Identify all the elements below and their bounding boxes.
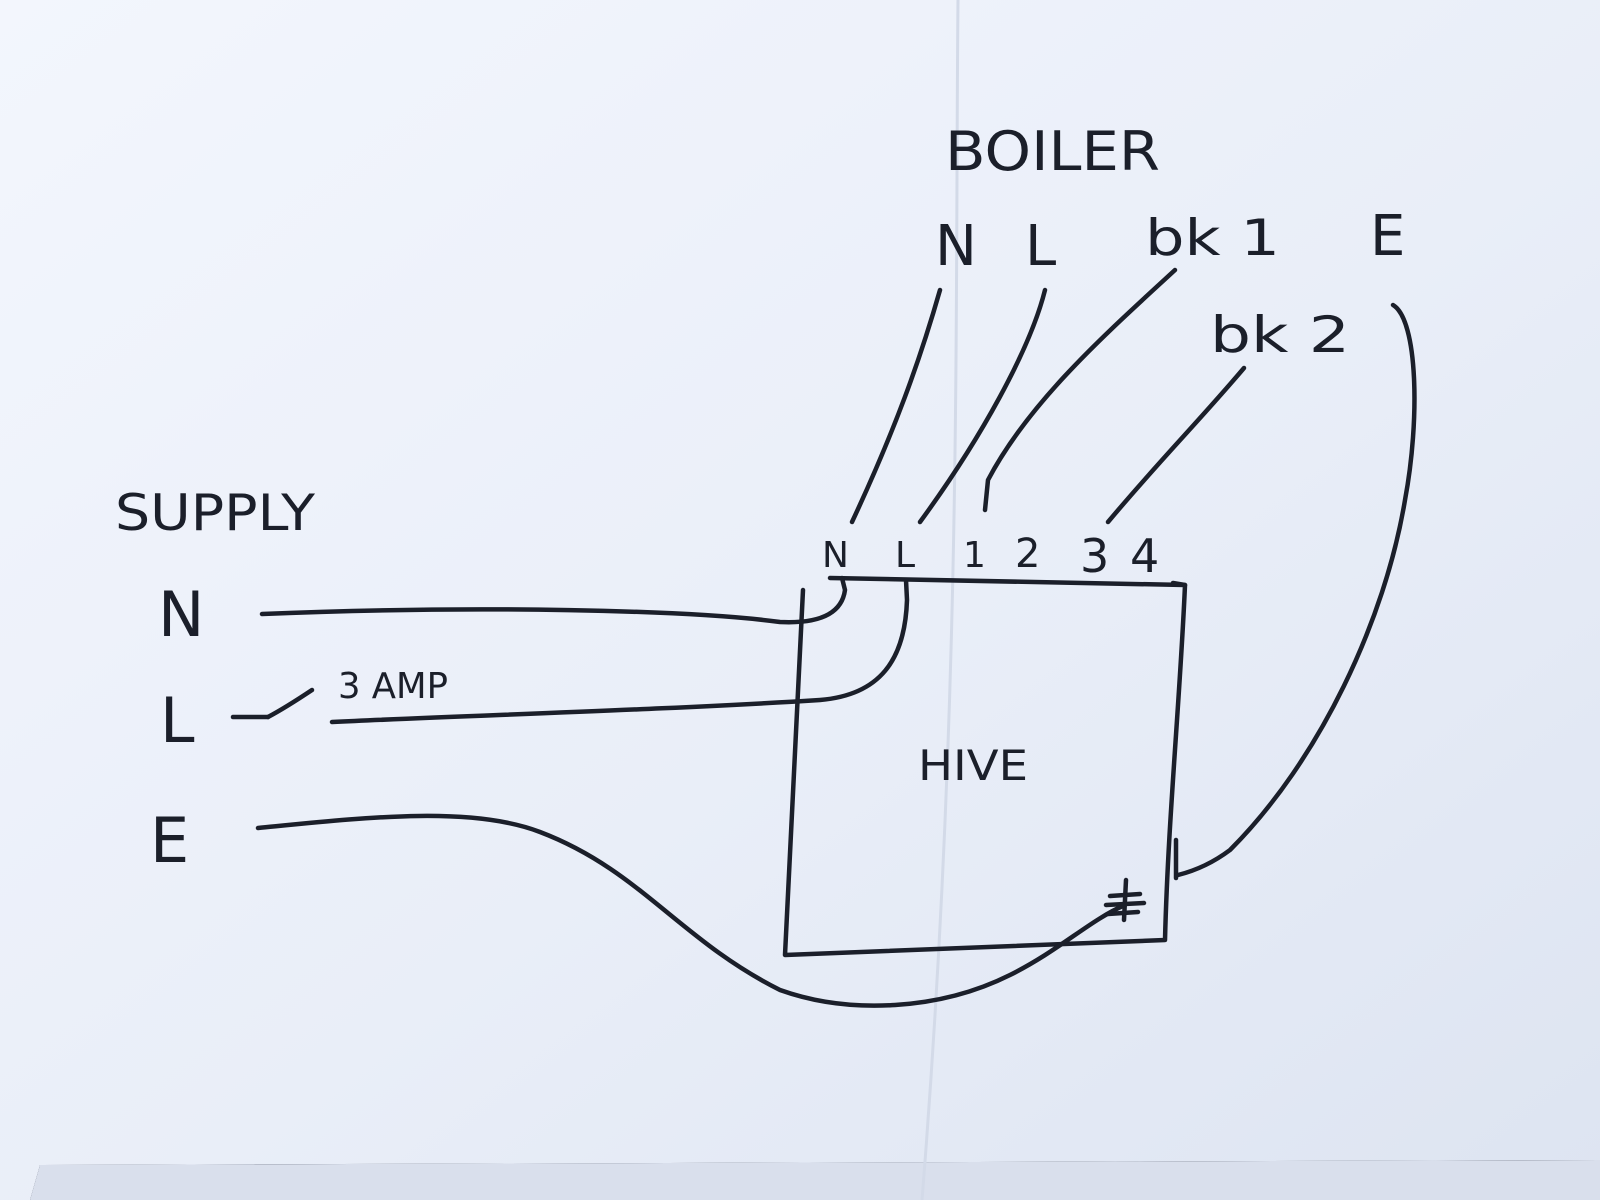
wire-supply-neutral	[259, 575, 848, 625]
boiler-terminal-e: E	[1370, 204, 1405, 269]
hive-terminal-2: 2	[1015, 531, 1040, 577]
paper-bottom-strip	[30, 1160, 1600, 1200]
supply-terminal-l: L	[160, 684, 195, 757]
hive-box-corner	[1170, 580, 1188, 588]
boiler-title: BOILER	[945, 120, 1160, 183]
fuse-label: 3 AMP	[338, 666, 448, 707]
wire-boiler-bk2	[1105, 365, 1247, 525]
supply-terminal-n: N	[158, 578, 204, 651]
wire-boiler-bk1	[982, 267, 1178, 513]
paper-fold-line	[920, 0, 960, 1200]
fuse-switch-blade	[265, 687, 315, 720]
hive-terminal-4: 4	[1130, 529, 1159, 583]
supply-title: SUPPLY	[115, 484, 315, 542]
boiler-terminal-bk1: bk 1	[1145, 209, 1280, 267]
wire-supply-live	[329, 577, 910, 725]
wire-supply-earth	[255, 813, 1128, 1008]
hive-terminal-l: L	[895, 535, 915, 576]
wire-boiler-live	[917, 287, 1048, 525]
wire-boiler-earth	[1175, 302, 1417, 878]
supply-terminal-e: E	[150, 804, 189, 877]
boiler-terminal-n: N	[935, 214, 977, 279]
wire-boiler-neutral	[849, 287, 943, 525]
hive-terminal-3: 3	[1080, 529, 1109, 583]
hive-terminal-1: 1	[963, 535, 986, 576]
hive-label: HIVE	[918, 741, 1028, 790]
hive-terminal-n: N	[822, 535, 849, 576]
boiler-terminal-bk2: bk 2	[1210, 306, 1350, 364]
boiler-terminal-l: L	[1025, 214, 1056, 279]
